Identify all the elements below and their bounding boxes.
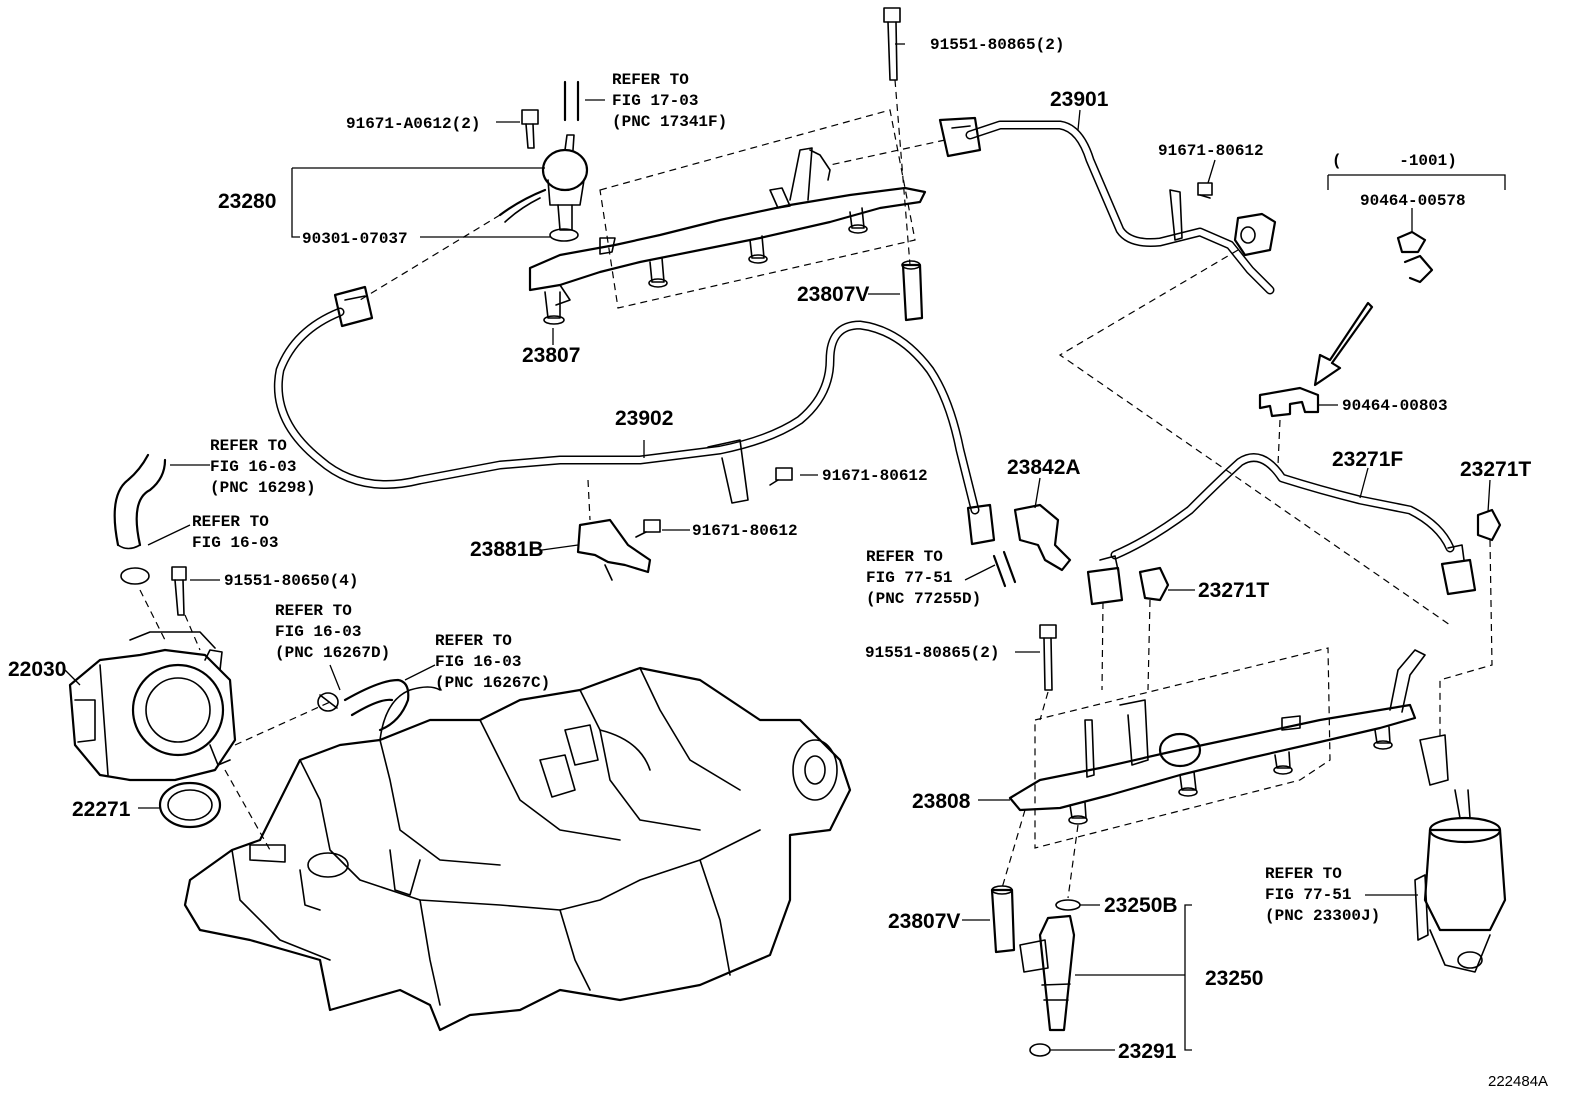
- bolt-91551-80650: [171, 566, 187, 616]
- svg-text:(PNC 77255D): (PNC 77255D): [866, 590, 981, 608]
- label-91671-80612-c: 91671-80612: [692, 522, 798, 540]
- bracket-23881B: [576, 518, 652, 581]
- ref-fig-16-03-pnc-16298: REFER TO FIG 16-03 (PNC 16298): [210, 437, 316, 497]
- pipe-17341F: [563, 80, 580, 122]
- fuel-rail-upper: [528, 147, 927, 325]
- svg-text:REFER TO: REFER TO: [1265, 865, 1342, 883]
- throttle-body: [68, 631, 237, 782]
- intake-manifold: [183, 666, 852, 1032]
- fuel-injector-23250: [1019, 914, 1076, 1032]
- label-23250B: 23250B: [1104, 894, 1178, 917]
- pipe-77255D: [992, 550, 1017, 588]
- ref-fig-16-03-pnc-16267C: REFER TO FIG 16-03 (PNC 16267C): [435, 632, 550, 692]
- label-23271F: 23271F: [1332, 448, 1403, 471]
- svg-text:REFER TO: REFER TO: [275, 602, 352, 620]
- bolt-91551-80865-bottom: [1039, 624, 1057, 691]
- ref-fig-77-51-pnc-23300J: REFER TO FIG 77-51 (PNC 23300J): [1265, 865, 1380, 925]
- label-90464-00578: 90464-00578: [1360, 192, 1466, 210]
- label-23901: 23901: [1050, 88, 1109, 111]
- svg-text:REFER TO: REFER TO: [210, 437, 287, 455]
- label-23271T-b: 23271T: [1198, 579, 1269, 602]
- ref-fig-77-51-pnc-77255D: REFER TO FIG 77-51 (PNC 77255D): [866, 548, 981, 608]
- svg-text:(PNC 23300J): (PNC 23300J): [1265, 907, 1380, 925]
- leader-lines: [64, 43, 1506, 1051]
- bolt-91671-A0612: [521, 109, 539, 149]
- fuel-pump-23300J: [1414, 734, 1507, 973]
- bracket-23842A: [1013, 503, 1072, 572]
- svg-text:REFER TO: REFER TO: [192, 513, 269, 531]
- bolt-91671-80612-a: [1197, 182, 1213, 199]
- o-ring-23250B: [1055, 899, 1081, 911]
- fuel-hose-23902: [273, 285, 996, 546]
- ref-fig-17-03: REFER TO FIG 17-03 (PNC 17341F): [612, 71, 727, 131]
- svg-text:FIG 16-03: FIG 16-03: [210, 458, 296, 476]
- assembly-lines: [139, 79, 1493, 899]
- svg-text:(PNC 17341F): (PNC 17341F): [612, 113, 727, 131]
- label-91551-80865-bottom: 91551-80865(2): [865, 644, 999, 662]
- gasket-22271: [158, 781, 222, 829]
- svg-text:REFER TO: REFER TO: [435, 632, 512, 650]
- label-23842A: 23842A: [1007, 456, 1081, 479]
- label-91671-80612-a: 91671-80612: [1158, 142, 1264, 160]
- bolt-91551-80865-top: [883, 7, 901, 81]
- label-90301-07037: 90301-07037: [302, 230, 408, 248]
- fuel-rail-lower: [1008, 649, 1426, 825]
- pulsation-damper-23280: [498, 134, 589, 231]
- hose-clamp-left: [120, 567, 150, 585]
- svg-text:FIG 17-03: FIG 17-03: [612, 92, 698, 110]
- svg-text:REFER TO: REFER TO: [866, 548, 943, 566]
- bolt-91671-80612-c: [635, 519, 661, 538]
- label-23807V-top: 23807V: [797, 283, 869, 306]
- clip-90464-00578: [1396, 230, 1434, 284]
- fuel-hose-23271F: [1086, 453, 1477, 606]
- label-23250: 23250: [1205, 967, 1263, 990]
- svg-text:(PNC 16267C): (PNC 16267C): [435, 674, 550, 692]
- label-23280: 23280: [218, 190, 276, 213]
- svg-text:FIG 77-51: FIG 77-51: [1265, 886, 1351, 904]
- label-91551-80865-top: 91551-80865(2): [930, 36, 1064, 54]
- svg-text:FIG 77-51: FIG 77-51: [866, 569, 952, 587]
- label-23291: 23291: [1118, 1040, 1177, 1063]
- ref-fig-16-03-pnc-16267D: REFER TO FIG 16-03 (PNC 16267D): [275, 602, 390, 662]
- hose-16298: [113, 453, 167, 550]
- label-90464-00803: 90464-00803: [1342, 397, 1448, 415]
- clip-23271T-a: [1476, 508, 1502, 542]
- svg-text:REFER TO: REFER TO: [612, 71, 689, 89]
- figure-code: 222484A: [1488, 1073, 1548, 1090]
- label-23271T-a: 23271T: [1460, 458, 1531, 481]
- o-ring-90301: [549, 228, 579, 242]
- label-23807: 23807: [522, 344, 580, 367]
- label-23902: 23902: [615, 407, 673, 430]
- label-23881B: 23881B: [470, 538, 544, 561]
- label-23807V-bottom: 23807V: [888, 910, 960, 933]
- label-91671-A0612: 91671-A0612(2): [346, 115, 480, 133]
- svg-text:FIG 16-03: FIG 16-03: [435, 653, 521, 671]
- svg-text:(PNC 16298): (PNC 16298): [210, 479, 316, 497]
- bolt-91671-80612-b: [769, 467, 793, 486]
- fuel-hose-23901: [938, 116, 1275, 295]
- svg-text:FIG 16-03: FIG 16-03: [275, 623, 361, 641]
- spacer-23807V-bottom: [990, 885, 1016, 954]
- arrow-indicator: [1313, 301, 1374, 387]
- label-serial-range: ( -1001): [1332, 152, 1457, 170]
- svg-text:(PNC 16267D): (PNC 16267D): [275, 644, 390, 662]
- label-91671-80612-b: 91671-80612: [822, 467, 928, 485]
- clip-23271T-b: [1138, 566, 1170, 602]
- washer-23291: [1029, 1043, 1051, 1057]
- hose-16267: [317, 678, 410, 732]
- ref-fig-16-03-clamp: REFER TO FIG 16-03: [192, 513, 278, 552]
- clip-23901-end: [1233, 212, 1277, 257]
- label-22030: 22030: [8, 658, 66, 681]
- label-22271: 22271: [72, 798, 131, 821]
- clip-90464-00803: [1258, 386, 1320, 418]
- label-91551-80650: 91551-80650(4): [224, 572, 358, 590]
- spacer-23807V-top: [901, 260, 924, 322]
- label-23808: 23808: [912, 790, 971, 813]
- svg-text:FIG 16-03: FIG 16-03: [192, 534, 278, 552]
